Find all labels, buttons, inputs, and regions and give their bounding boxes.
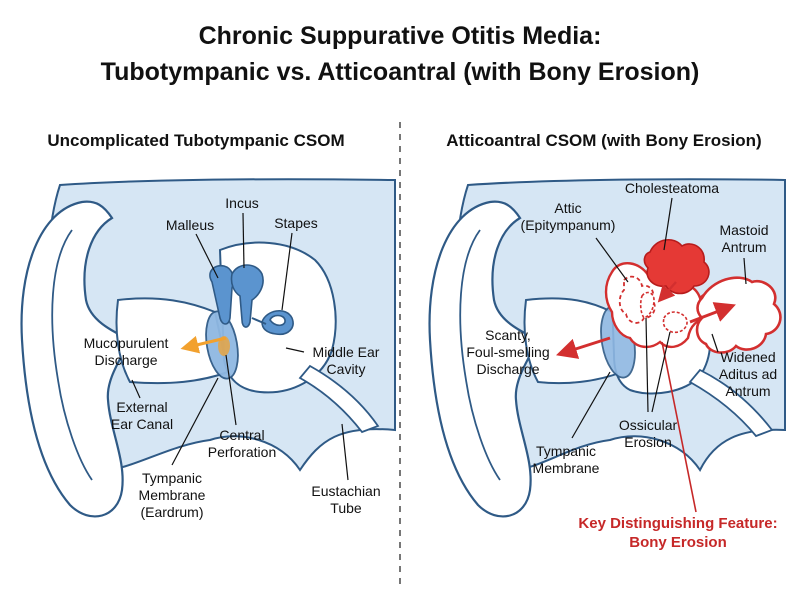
left-incus <box>230 264 264 328</box>
label-malleus: Malleus <box>166 217 214 233</box>
left-stapes-crus <box>251 317 267 325</box>
label-aditus-line-3: Antrum <box>725 383 770 399</box>
label-stapes: Stapes <box>274 215 318 231</box>
left-external-canal <box>115 297 230 385</box>
label-tm-line-2: Membrane <box>139 487 206 503</box>
label-tm-r-line-1: Tympanic <box>536 443 596 459</box>
left-auricle-fold <box>51 229 93 481</box>
label-canal-line-2: Ear Canal <box>111 416 173 432</box>
label-ossicular-line-2: Erosion <box>624 434 671 450</box>
right-eroded-ossicle-1 <box>639 291 655 319</box>
label-eustachian-line-2: Tube <box>330 500 362 516</box>
right-attic-inner-erosion <box>618 275 656 324</box>
left-auricle <box>20 200 132 518</box>
right-discharge-arrow <box>555 336 611 359</box>
right-eustachian-tube <box>688 368 774 438</box>
label-mastoid-line-2: Antrum <box>721 239 766 255</box>
left-leader-lines <box>131 212 349 481</box>
label-discharge-line-1: Mucopurulent <box>84 335 169 351</box>
right-cholesteatoma <box>643 239 710 295</box>
right-eroded-ossicle-2 <box>662 311 688 334</box>
label-attic-line-2: (Epitympanum) <box>521 217 616 233</box>
label-discharge-r-line-3: Discharge <box>476 361 539 377</box>
left-ear-illustration <box>20 178 396 518</box>
label-tm-line-3: (Eardrum) <box>140 504 203 520</box>
label-perforation-line-2: Perforation <box>208 444 276 460</box>
label-tm-line-1: Tympanic <box>142 470 202 486</box>
left-discharge-arrow <box>180 335 227 354</box>
label-discharge-line-2: Discharge <box>94 352 157 368</box>
label-aditus-line-2: Aditus ad <box>719 366 777 382</box>
label-middle-ear-line-1: Middle Ear <box>313 344 380 360</box>
label-middle-ear-line-2: Cavity <box>327 361 366 377</box>
label-discharge-r-line-2: Foul-smelling <box>466 344 549 360</box>
label-ossicular-line-1: Ossicular <box>619 417 678 433</box>
label-tm-r-line-2: Membrane <box>533 460 600 476</box>
label-incus: Incus <box>225 195 258 211</box>
label-key-feature-line-2: Bony Erosion <box>629 534 727 551</box>
left-stapes <box>261 310 294 336</box>
left-panel-heading: Uncomplicated Tubotympanic CSOM <box>47 131 344 150</box>
right-auricle <box>428 200 540 518</box>
title-line-2: Tubotympanic vs. Atticoantral (with Bony… <box>101 58 700 86</box>
left-central-perforation <box>218 336 230 356</box>
right-panel-heading: Atticoantral CSOM (with Bony Erosion) <box>446 131 761 150</box>
label-perforation-line-1: Central <box>219 427 264 443</box>
right-antrum-arrow <box>689 302 736 324</box>
right-key-feature-leader <box>661 341 697 513</box>
label-key-feature-line-1: Key Distinguishing Feature: <box>578 515 777 532</box>
label-canal-line-1: External <box>116 399 167 415</box>
label-aditus-line-1: Widened <box>720 349 775 365</box>
right-cholesteatoma-arrow <box>657 281 677 303</box>
right-mastoid-antrum <box>695 276 782 354</box>
label-cholesteatoma: Cholesteatoma <box>625 180 719 196</box>
right-leader-lines <box>571 197 747 439</box>
right-auricle-fold <box>459 229 501 481</box>
title-line-1: Chronic Suppurative Otitis Media: <box>199 22 602 50</box>
label-mastoid-line-1: Mastoid <box>719 222 768 238</box>
label-attic-line-1: Attic <box>554 200 581 216</box>
label-eustachian-line-1: Eustachian <box>311 483 380 499</box>
label-discharge-r-line-1: Scanty, <box>485 327 531 343</box>
right-ear-illustration <box>428 178 786 518</box>
left-eustachian-tube <box>298 364 380 434</box>
